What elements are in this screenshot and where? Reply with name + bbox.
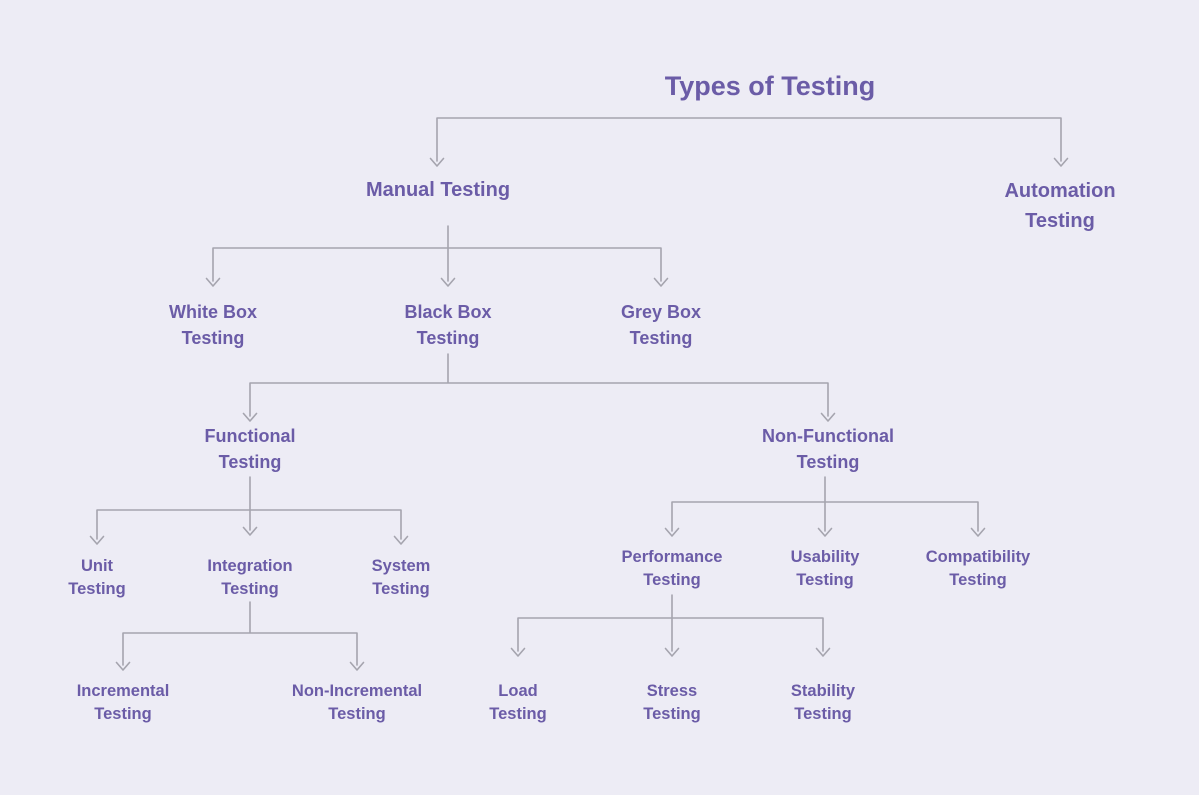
connector-performance-children	[517, 594, 824, 652]
node-unit-testing: Unit Testing	[68, 557, 126, 599]
node-system-testing: System Testing	[371, 557, 431, 599]
node-automation-testing: Automation Testing	[1004, 180, 1116, 232]
node-non-functional-testing: Non-Functional Testing	[762, 426, 894, 472]
arrow-down-icon	[970, 527, 986, 537]
node-manual-testing: Manual Testing	[365, 179, 511, 201]
node-stability-testing: Stability Testing	[790, 682, 856, 724]
arrow-down-icon	[664, 647, 680, 657]
node-load-testing: Load Testing	[489, 682, 547, 724]
arrow-down-icon	[349, 661, 365, 671]
node-performance-testing: Performance Testing	[621, 548, 723, 590]
node-compatibility-testing: Compatibility Testing	[925, 548, 1031, 590]
node-grey-box-testing: Grey Box Testing	[620, 302, 702, 348]
arrow-down-icon	[242, 526, 258, 536]
node-usability-testing: Usability Testing	[790, 548, 860, 590]
node-integration-testing: Integration Testing	[207, 557, 293, 599]
arrow-down-icon	[205, 277, 221, 287]
diagram-title: Types of Testing	[664, 71, 876, 101]
connector-functional-children	[96, 476, 402, 540]
arrow-down-icon	[664, 527, 680, 537]
node-incremental-testing: Incremental Testing	[76, 682, 170, 724]
arrow-down-icon	[89, 535, 105, 545]
connector-manual-children	[212, 225, 662, 282]
node-non-incremental-testing: Non-Incremental Testing	[291, 682, 423, 724]
node-stress-testing: Stress Testing	[643, 682, 701, 724]
arrow-down-icon	[817, 527, 833, 537]
arrow-down-icon	[440, 277, 456, 287]
node-black-box-testing: Black Box Testing	[404, 302, 492, 348]
arrow-down-icon	[115, 661, 131, 671]
connector-integration-children	[122, 601, 358, 666]
arrow-down-icon	[1053, 157, 1069, 167]
arrow-down-icon	[429, 157, 445, 167]
node-white-box-testing: White Box Testing	[169, 302, 257, 348]
connector-root-children	[436, 117, 1062, 162]
arrow-down-icon	[653, 277, 669, 287]
arrow-down-icon	[393, 535, 409, 545]
arrow-down-icon	[820, 412, 836, 422]
arrow-down-icon	[815, 647, 831, 657]
arrow-down-icon	[242, 412, 258, 422]
node-functional-testing: Functional Testing	[204, 426, 296, 472]
arrow-down-icon	[510, 647, 526, 657]
connector-blackbox-children	[249, 353, 829, 417]
connector-nonfunctional-children	[671, 476, 979, 532]
